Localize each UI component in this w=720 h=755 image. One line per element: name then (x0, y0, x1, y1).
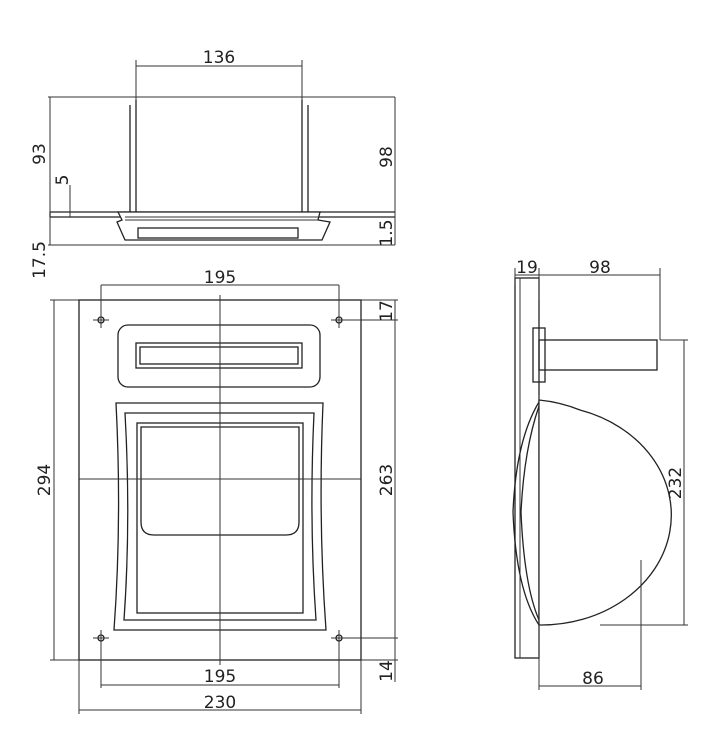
dim-bowl-depth: 86 (582, 669, 604, 689)
side-view: 19 98 232 86 (512, 258, 688, 690)
dispenser-slot-outer (135, 342, 303, 369)
dim-hole-spacing-top: 195 (204, 268, 236, 288)
side-bowl (538, 399, 672, 626)
dim-bowl-height: 232 (666, 467, 686, 499)
dim-hole-spacing-bottom: 195 (204, 667, 236, 687)
bin-flap (140, 426, 300, 536)
dim-bottom-margin: 14 (377, 660, 397, 682)
dispenser-box (117, 324, 321, 388)
dispenser-slot-inner (139, 346, 299, 365)
top-view: 136 93 5 17.5 98 1.5 (30, 48, 397, 279)
dim-plate-depth: 19 (516, 258, 538, 278)
side-tube (538, 339, 658, 371)
dim-tube-depth: 98 (589, 258, 611, 278)
side-bowl-lip (512, 401, 540, 626)
top-view-tray (116, 211, 331, 241)
dim-top-margin: 17 (377, 300, 397, 322)
dim-bottom-left: 17.5 (30, 241, 50, 279)
bin-inner (123, 412, 317, 621)
mount-hole-bl (93, 630, 109, 646)
dim-offset-left: 5 (53, 175, 73, 186)
dim-inner-height: 263 (377, 464, 397, 496)
top-view-slot (137, 227, 299, 239)
dim-height-right: 98 (377, 146, 397, 168)
dim-width-top: 136 (203, 48, 235, 68)
front-view: 195 17 263 14 294 195 230 (35, 268, 398, 714)
dim-height-left: 93 (30, 143, 50, 165)
dim-total-width: 230 (204, 693, 236, 713)
bin-body (113, 402, 327, 631)
mount-hole-br (331, 630, 347, 646)
top-view-body (129, 100, 309, 212)
side-tube-flange (532, 327, 546, 383)
dim-total-height: 294 (35, 464, 55, 496)
dim-bottom-right: 1.5 (377, 219, 397, 246)
